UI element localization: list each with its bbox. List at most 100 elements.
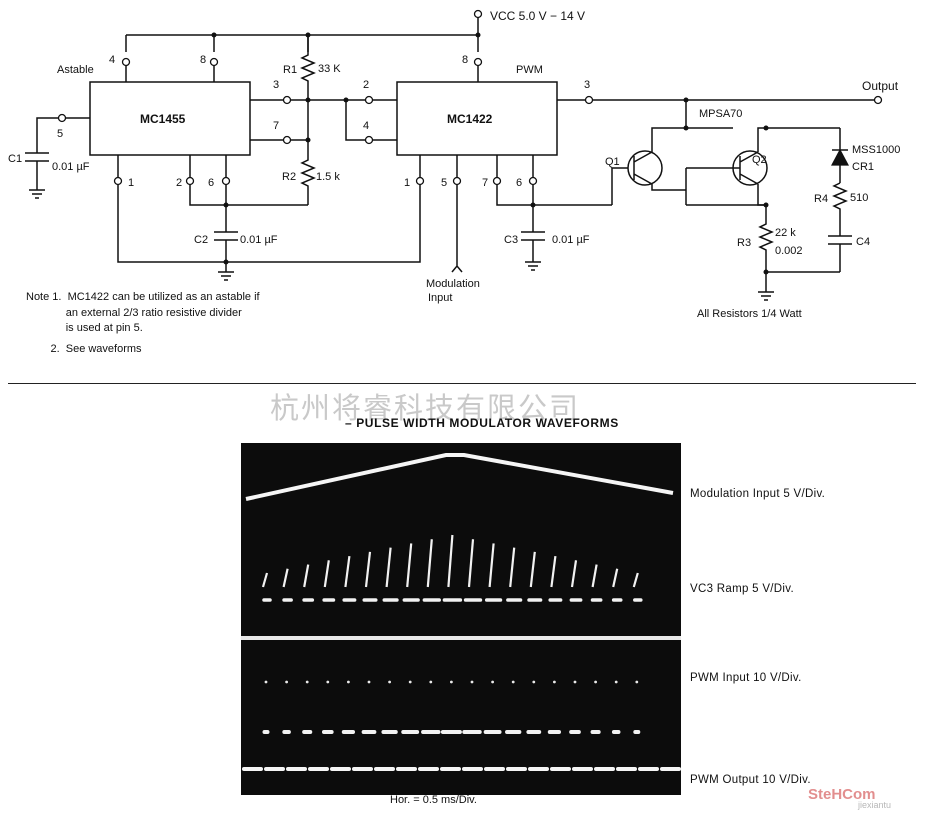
pwm-input-dot	[470, 680, 474, 684]
pwm-input-dot	[347, 680, 350, 684]
pwm-input-dot	[429, 680, 433, 684]
company-watermark: 杭州将睿科技有限公司	[270, 391, 581, 425]
ic1-pin-2: 2	[176, 177, 182, 189]
pwm-label: PWM	[516, 64, 543, 76]
transistor-q1	[627, 150, 663, 186]
vcc-rail	[125, 17, 479, 52]
r4-label: R4	[814, 193, 828, 205]
waveforms-title: – PULSE WIDTH MODULATOR WAVEFORMS	[345, 416, 619, 430]
section-divider	[8, 383, 916, 384]
notes-block: Note 1. MC1422 can be utilized as an ast…	[26, 290, 260, 357]
pwm-input-dots	[264, 680, 639, 684]
modulation-input-label-1: Modulation	[426, 278, 480, 290]
astable-label: Astable	[57, 64, 94, 76]
r2-label: R2	[282, 171, 296, 183]
pwm-input-dot	[388, 680, 391, 684]
ic2-pin-3: 3	[584, 79, 590, 91]
pwm-input-dot	[594, 680, 597, 684]
ic1-pin-3: 3	[273, 79, 279, 91]
ic1-pin-5: 5	[57, 128, 63, 140]
c1-label: C1	[8, 153, 22, 165]
ramp-spike	[529, 551, 536, 588]
note-line-1: Note 1. MC1422 can be utilized as an ast…	[26, 291, 260, 303]
pwm-input-dot	[511, 680, 515, 684]
ramp-spike	[447, 534, 454, 588]
modulation-input-line	[451, 185, 463, 273]
pwm-input-dot	[635, 680, 639, 684]
capacitor-c2	[214, 205, 238, 262]
modulation-input-label-2: Input	[428, 292, 452, 304]
ramp-spike	[509, 547, 516, 588]
ramp-spike	[406, 543, 413, 588]
pwm-input-dot	[264, 680, 268, 684]
ramp-spikes	[261, 534, 639, 588]
ic-mc1455	[89, 81, 251, 156]
scope-divider-line	[241, 636, 681, 640]
r4-value: 510	[850, 192, 868, 204]
pwm-input-dot	[450, 680, 453, 684]
pwm-input-dot	[367, 680, 371, 684]
pwm-input-dot	[614, 680, 618, 684]
ramp-spike	[282, 568, 289, 588]
q2-label: Q2	[752, 154, 767, 166]
c3-value: 0.01 µF	[552, 234, 590, 246]
note-line-4: 2. See waveforms	[26, 342, 142, 355]
r3-value-2: 0.002	[775, 245, 803, 257]
pwm-input-dot	[573, 680, 577, 684]
r2-value: 1.5 k	[316, 171, 340, 183]
ic1-pin-6: 6	[208, 177, 214, 189]
corner-watermark-brand: SteHCom	[808, 786, 876, 803]
ic-mc1422	[396, 81, 558, 156]
ic2-pin-8: 8	[462, 54, 468, 66]
ic2-pin-6: 6	[516, 177, 522, 189]
pwm-input-dot	[532, 680, 536, 684]
pwm-input-dot	[285, 680, 288, 684]
ramp-spike	[303, 564, 310, 588]
mpsa70-label: MPSA70	[699, 108, 742, 120]
r1-label: R1	[283, 64, 297, 76]
pwm-input-dot	[305, 680, 309, 684]
ramp-spike	[488, 543, 495, 588]
ramp-spike	[591, 564, 598, 588]
c3-label: C3	[504, 234, 518, 246]
ramp-spike	[570, 560, 578, 588]
cr1-label: CR1	[852, 161, 874, 173]
ic1-pin-8: 8	[200, 54, 206, 66]
ramp-spike	[364, 551, 372, 588]
diode-cr1	[831, 148, 849, 166]
mss1000-label: MSS1000	[852, 144, 900, 156]
channel-label-pwm-input: PWM Input 10 V/Div.	[690, 672, 802, 684]
ic2-pin-4: 4	[363, 120, 369, 132]
circuit-schematic: VCC 5.0 V − 14 V 4 8 Astable MC1455 5 C1…	[8, 9, 900, 320]
resistor-note: All Resistors 1/4 Watt	[697, 308, 802, 320]
resistor-r2	[300, 140, 316, 205]
ic1-pin-4: 4	[109, 54, 115, 66]
resistor-r4	[832, 182, 848, 236]
ic2-pin-5: 5	[441, 177, 447, 189]
q1-label: Q1	[605, 156, 620, 168]
r3-label: R3	[737, 237, 751, 249]
note-line-2: an external 2/3 ratio resistive divider	[26, 306, 242, 319]
output-terminal	[873, 95, 883, 105]
vcc-label: VCC 5.0 V − 14 V	[490, 9, 585, 23]
channel-label-pwm-output: PWM Output 10 V/Div.	[690, 774, 811, 786]
ramp-spike	[550, 555, 557, 588]
c1-value: 0.01 µF	[52, 161, 90, 173]
c4-label: C4	[856, 236, 870, 248]
r3-value-1: 22 k	[775, 227, 796, 239]
capacitor-c1	[25, 117, 58, 199]
ic1-label: MC1455	[140, 112, 186, 126]
ramp-spike	[344, 555, 351, 588]
capacitor-c3	[496, 185, 612, 271]
ramp-spike	[426, 539, 433, 588]
channel-label-ramp: VC3 Ramp 5 V/Div.	[690, 583, 794, 595]
ramp-spike	[385, 547, 392, 588]
capacitor-c4	[828, 235, 852, 272]
ic2-pin-1: 1	[404, 177, 410, 189]
ramp-spike	[632, 572, 639, 588]
ic2-label: MC1422	[447, 112, 493, 126]
output-label: Output	[862, 79, 899, 93]
note-line-3: is used at pin 5.	[26, 322, 143, 334]
c2-label: C2	[194, 234, 208, 246]
r1-value: 33 K	[318, 63, 341, 75]
